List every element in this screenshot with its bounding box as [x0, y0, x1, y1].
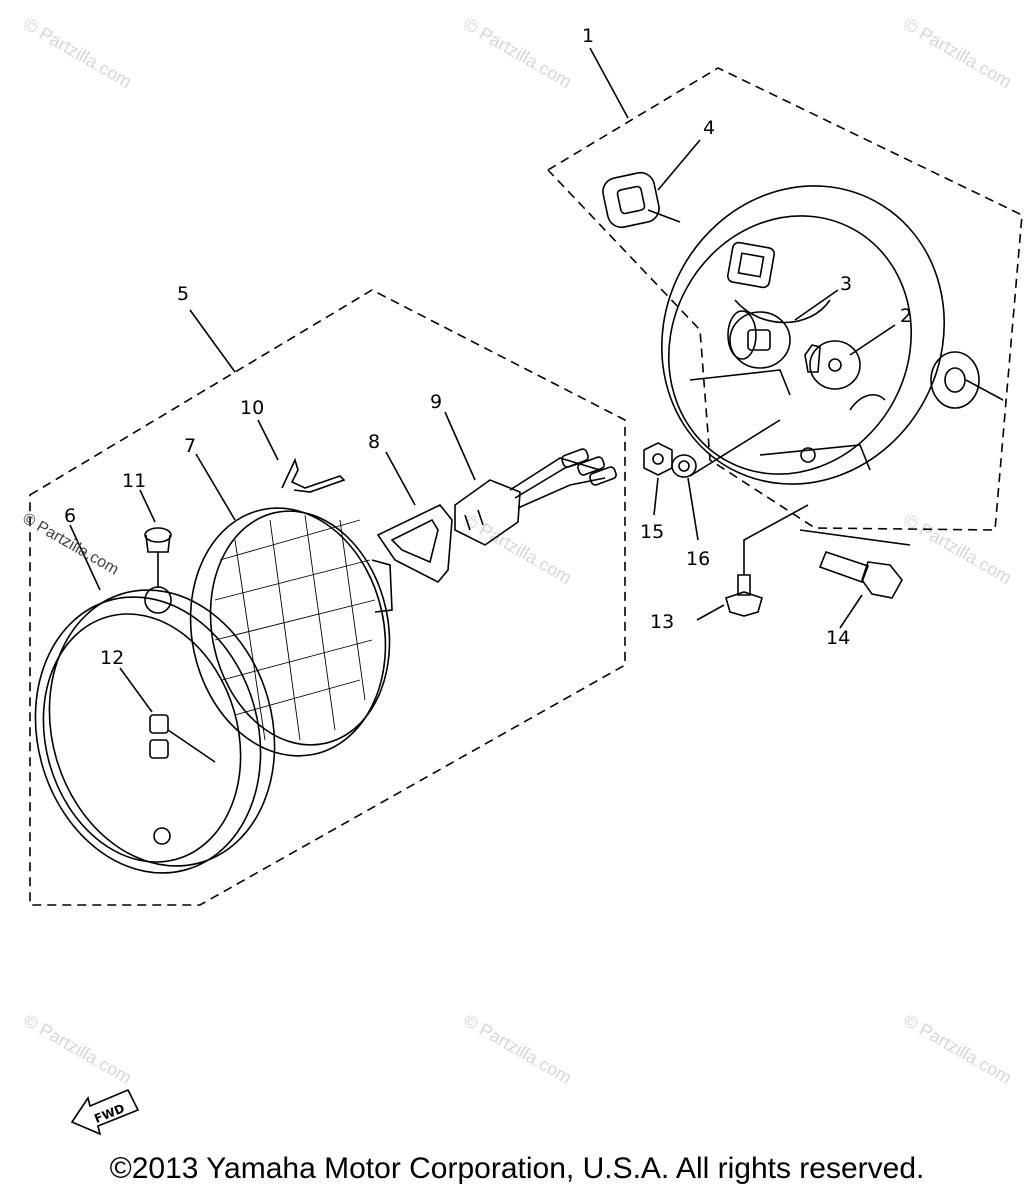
leader-13: [743, 504, 809, 575]
assembly-outline-1: [547, 67, 1023, 531]
leader-damper: [965, 379, 1004, 401]
callout-16: 16: [686, 548, 710, 570]
callout-7: 7: [184, 435, 196, 457]
leader-9: [444, 411, 476, 481]
callout-6: 6: [64, 505, 76, 527]
leader-8: [385, 451, 416, 506]
callout-1: 1: [582, 25, 594, 47]
lens-unit-part-7: [189, 507, 393, 757]
leader-2: [849, 324, 896, 356]
callout-15: 15: [640, 521, 664, 543]
callout-5: 5: [177, 283, 189, 305]
headlight-housing: [660, 185, 946, 485]
leader-16: [687, 477, 699, 541]
socket-part-9: [454, 448, 617, 546]
nut-part-15: [643, 442, 673, 476]
boot-part-8: [376, 504, 453, 584]
grommet-part-3: [727, 310, 791, 369]
callout-8: 8: [368, 431, 380, 453]
grommet-part-4: [602, 171, 660, 229]
leader-1: [589, 47, 629, 119]
side-damper: [930, 351, 980, 409]
callout-9: 9: [430, 391, 442, 413]
fwd-arrow: [70, 1088, 140, 1136]
leader-14: [839, 594, 863, 629]
leader-10: [257, 419, 279, 461]
leader-7: [195, 453, 236, 521]
rim-part-6: [34, 586, 276, 874]
clip-part-10: [281, 457, 346, 493]
leader-4b: [647, 209, 681, 223]
callout-13: 13: [650, 611, 674, 633]
callout-4: 4: [703, 117, 715, 139]
washer-part-16: [671, 454, 697, 478]
assembly-outline-5: [29, 289, 626, 906]
leader-5: [189, 309, 236, 373]
leader-15: [653, 477, 659, 516]
leader-4: [657, 139, 701, 191]
bolt-part-14: [818, 551, 903, 599]
leader-16b: [689, 419, 781, 477]
leader-13b: [696, 604, 725, 621]
callout-14: 14: [826, 627, 850, 649]
clamp-part-12: [149, 714, 216, 763]
callout-10: 10: [240, 397, 264, 419]
leader-3: [794, 289, 839, 321]
callout-11: 11: [122, 470, 146, 492]
grommet-part-2: [804, 340, 861, 390]
leader-11: [139, 489, 156, 523]
leader-14b: [799, 529, 911, 546]
callout-3: 3: [840, 273, 852, 295]
callout-12: 12: [100, 647, 124, 669]
leader-12: [119, 667, 153, 713]
leader-6: [69, 524, 101, 591]
copyright-notice: ©2013 Yamaha Motor Corporation, U.S.A. A…: [109, 1152, 925, 1185]
callout-2: 2: [900, 305, 912, 327]
grommet-part-11: [144, 527, 172, 553]
bolt-part-13: [725, 574, 763, 617]
